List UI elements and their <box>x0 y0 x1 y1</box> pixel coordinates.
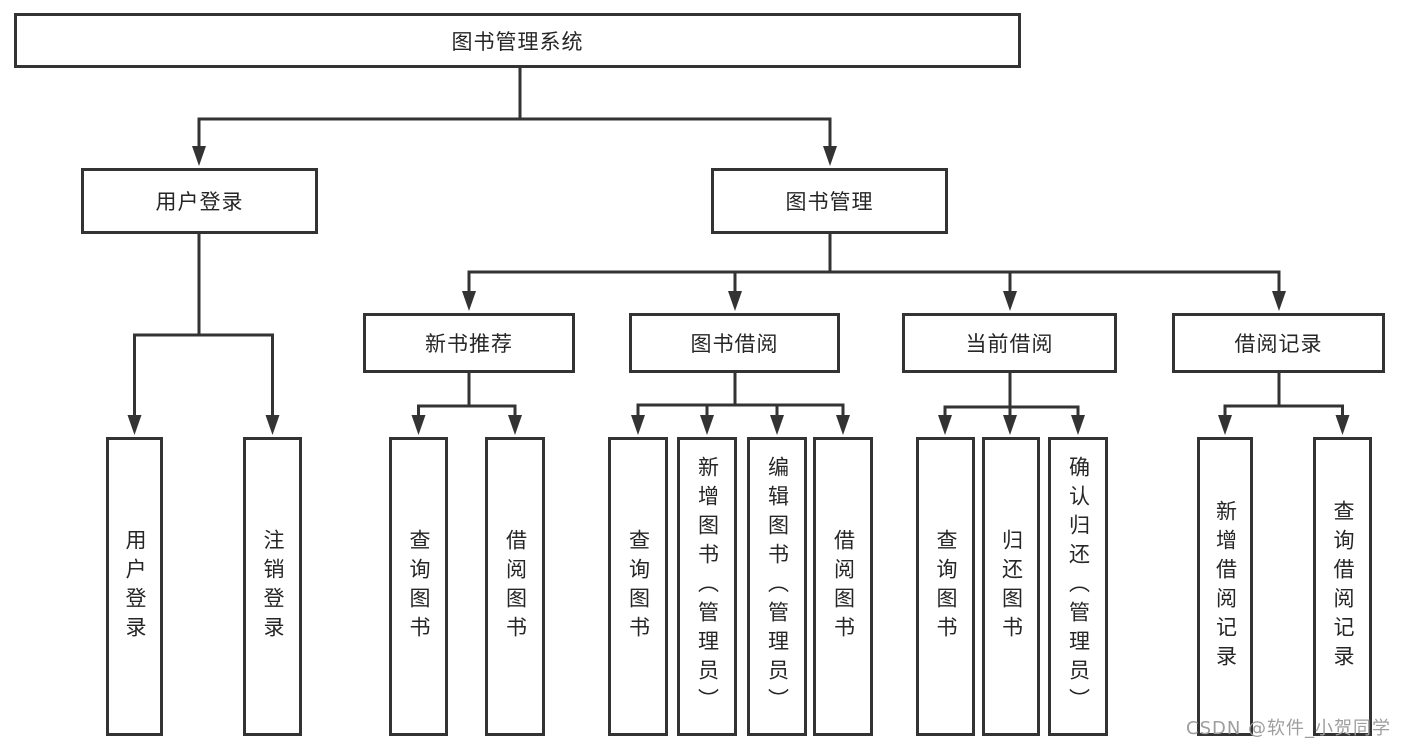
leaf-user-login: 用户登录 <box>106 437 163 736</box>
node-book-borrowing: 图书借阅 <box>629 313 840 373</box>
leaf-edit-book-admin: 编辑图书（管理员） <box>747 437 807 736</box>
node-label: 归还图书 <box>999 528 1024 645</box>
node-label: 借阅图书 <box>503 528 528 645</box>
leaf-query-books-recommend: 查询图书 <box>389 437 448 736</box>
node-label: 新增图书（管理员） <box>695 456 720 717</box>
node-label: 借阅图书 <box>831 528 856 645</box>
leaf-add-borrowing-record: 新增借阅记录 <box>1197 437 1253 736</box>
node-label: 新书推荐 <box>425 332 513 356</box>
leaf-return-books: 归还图书 <box>982 437 1040 736</box>
leaf-borrow-books-borrowing: 借阅图书 <box>813 437 873 736</box>
node-current-borrowing: 当前借阅 <box>902 313 1117 373</box>
leaf-logout: 注销登录 <box>243 437 302 736</box>
csdn-watermark: CSDN @软件_小贺同学 <box>1186 718 1392 739</box>
leaf-borrow-books-recommend: 借阅图书 <box>485 437 545 736</box>
node-label: 确认归还（管理员） <box>1066 456 1091 717</box>
node-label: 查询图书 <box>626 528 651 645</box>
node-label: 编辑图书（管理员） <box>765 456 790 717</box>
node-label: 查询图书 <box>407 528 431 645</box>
node-label: 注销登录 <box>261 528 285 645</box>
node-label: 借阅记录 <box>1234 332 1323 356</box>
leaf-add-book-admin: 新增图书（管理员） <box>677 437 737 736</box>
node-label: 用户登录 <box>155 190 244 214</box>
node-label: 图书管理 <box>785 190 874 214</box>
node-label: 查询借阅记录 <box>1331 499 1355 674</box>
node-label: 查询图书 <box>934 528 958 645</box>
leaf-query-books-current: 查询图书 <box>916 437 975 736</box>
node-label: 新增借阅记录 <box>1213 499 1238 674</box>
node-label: 图书管理系统 <box>451 29 584 54</box>
node-new-book-recommendation: 新书推荐 <box>363 313 575 373</box>
leaf-query-borrowing-record: 查询借阅记录 <box>1313 437 1372 736</box>
node-label: 用户登录 <box>123 528 147 645</box>
node-user-login: 用户登录 <box>81 168 318 234</box>
node-borrowing-records: 借阅记录 <box>1172 313 1385 373</box>
node-library-system: 图书管理系统 <box>14 13 1021 68</box>
leaf-query-books-borrowing: 查询图书 <box>608 437 668 736</box>
node-label: 图书借阅 <box>690 332 779 356</box>
node-book-management: 图书管理 <box>711 168 948 234</box>
leaf-confirm-return-admin: 确认归还（管理员） <box>1048 437 1108 736</box>
node-label: 当前借阅 <box>965 332 1054 356</box>
